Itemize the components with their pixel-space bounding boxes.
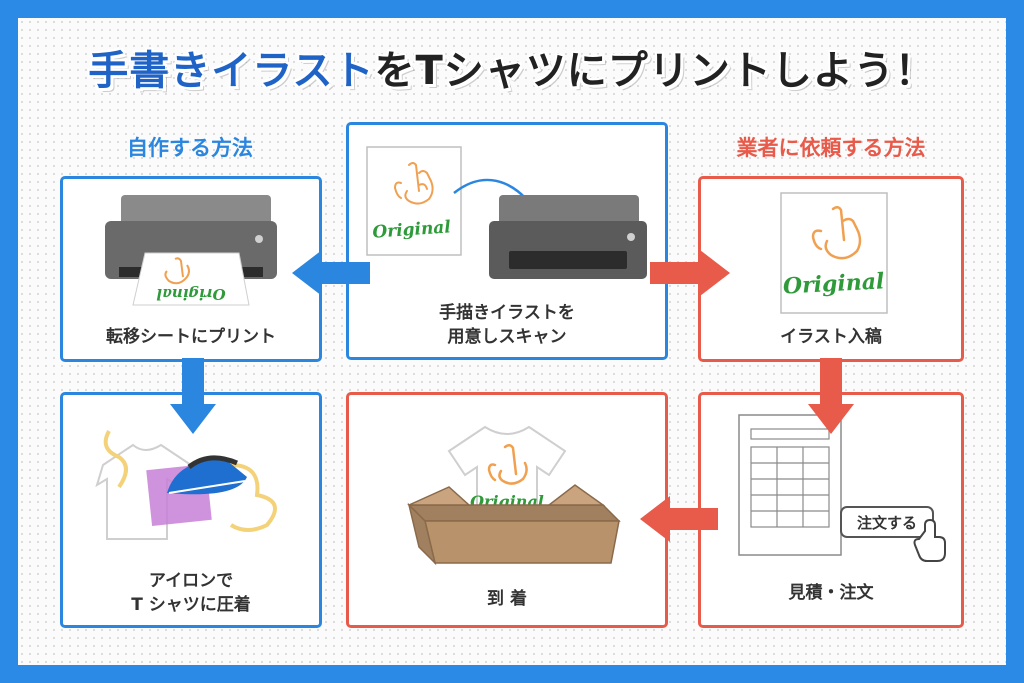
step-submit-box: Original イラスト入稿 xyxy=(698,176,964,362)
order-form xyxy=(738,414,842,556)
hand-drawing-icon xyxy=(164,257,190,285)
heading-diy: 自作する方法 xyxy=(127,136,253,160)
title-highlight: 手書きイラスト xyxy=(88,48,375,94)
steam-lines xyxy=(103,430,277,532)
order-button-label: 注文する xyxy=(857,514,917,532)
pointer-hand-icon xyxy=(913,518,946,562)
hand-drawing-icon xyxy=(393,162,434,205)
hand-drawing-icon xyxy=(487,444,528,485)
arrow-submit-to-quote xyxy=(808,358,854,434)
transfer-art-text: Original xyxy=(156,285,225,303)
transfer-sheet xyxy=(132,252,250,306)
printer-icon xyxy=(489,195,647,279)
page-title: 手書きイラストをTシャツにプリントしよう！ xyxy=(0,38,1024,96)
arrow-scan-to-submit xyxy=(650,250,730,296)
quote-caption: 見積・注文 xyxy=(788,583,874,603)
step-print-transfer-box: Original 転移シートにプリント xyxy=(60,176,322,362)
title-rest: をTシャツにプリントしよう！ xyxy=(374,48,936,94)
printer-transfer-illustration: Original xyxy=(105,195,277,306)
hand-drawing-icon xyxy=(811,206,862,260)
arrival-illustration: Original xyxy=(407,425,621,566)
iron-caption-line2: T シャツに圧着 xyxy=(131,595,251,615)
arrow-print-to-iron xyxy=(170,358,216,434)
arrow-scan-to-print xyxy=(292,250,370,296)
quote-illustration: 注文する xyxy=(738,414,946,562)
iron-caption: アイロンで T シャツに圧着 xyxy=(63,569,319,617)
iron-caption-line1: アイロンで xyxy=(148,571,234,591)
artwork-paper xyxy=(780,192,888,314)
submit-illustration: Original xyxy=(780,192,888,314)
arrival-caption: 到 着 xyxy=(487,589,527,609)
sketch-paper xyxy=(366,146,462,256)
heading-vendor: 業者に依頼する方法 xyxy=(736,136,926,160)
scan-illustration: Original xyxy=(366,146,647,279)
submit-caption: イラスト入稿 xyxy=(780,327,882,347)
scan-caption: 手描きイラストを 用意しスキャン xyxy=(349,301,665,349)
iron-icon xyxy=(167,455,247,495)
scan-caption-line2: 用意しスキャン xyxy=(447,327,567,347)
iron-illustration xyxy=(95,430,277,540)
arrow-quote-to-arrival xyxy=(640,496,718,542)
step-scan-box: Original 手描きイラストを 用意しスキャン xyxy=(346,122,668,360)
submit-art-text: Original xyxy=(782,268,885,299)
print-transfer-caption: 転移シートにプリント xyxy=(106,327,276,347)
step-arrival-box: Original 到 着 xyxy=(346,392,668,628)
scan-caption-line1: 手描きイラストを xyxy=(439,303,575,323)
cardboard-box-icon xyxy=(407,484,621,566)
